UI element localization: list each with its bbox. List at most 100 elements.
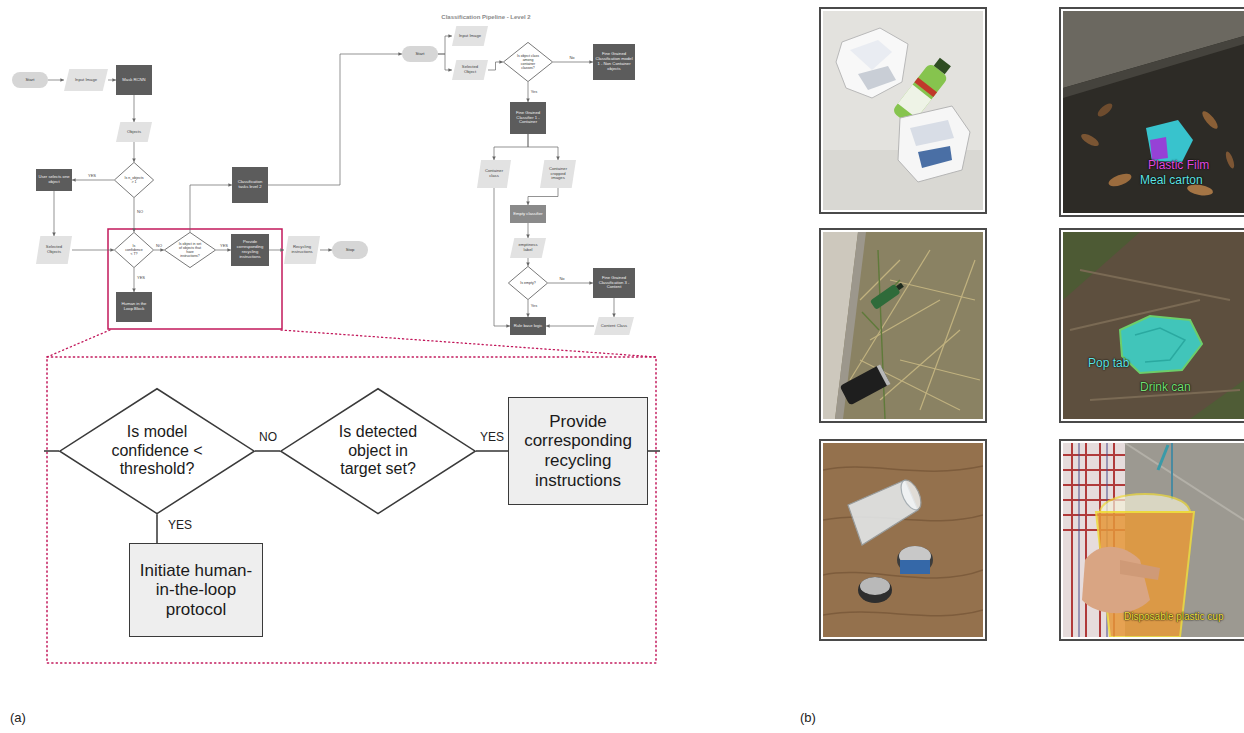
photo-litter-packets: [918, 146, 952, 168]
highlight-frame: [648, 450, 660, 452]
text-wrap: Input Image: [458, 34, 482, 39]
edge-label: YES: [219, 244, 229, 248]
text-wrap: Human in the Loop Block: [118, 302, 151, 312]
node-text: Is model confidence < threshold?: [108, 423, 206, 478]
text-wrap: Is n_objects > 1: [124, 176, 144, 184]
photo-plastic-cup: [1063, 443, 1244, 637]
node-text: Provide corresponding recycling instruct…: [518, 412, 639, 490]
node-text: Selected Objects: [42, 245, 66, 255]
edge-label: NO: [258, 431, 278, 444]
photo-litter-table: [823, 443, 983, 637]
data-parallelogram: Container class: [477, 160, 511, 188]
photo-litter-dirt: [1070, 270, 1240, 400]
data-parallelogram: Recycling instructions: [284, 236, 320, 264]
photo-litter-packets: [910, 120, 954, 146]
decision-diamond: Is object class among container classes?: [503, 42, 553, 82]
process-box: Initiate human-in-the-loop protocol: [129, 543, 263, 637]
photo-litter-grass: [862, 312, 879, 330]
process-box: Fine Grained Classification model 1 - No…: [593, 44, 635, 80]
text-wrap: Initiate human-in-the-loop protocol: [139, 561, 254, 620]
parallelogram-outline: [540, 160, 576, 188]
photo-plastic-cup: [1063, 484, 1125, 486]
node-text: Objects: [122, 130, 146, 135]
text-wrap: Container cropped images: [546, 167, 570, 181]
photo-plastic-cup: [1063, 443, 1244, 637]
photo-litter-curb: [1200, 109, 1220, 131]
photo-litter-grass: [877, 364, 891, 385]
node-text: Provide corresponding recycling instruct…: [233, 240, 268, 259]
decision-diamond: Is model confidence < threshold?: [59, 388, 255, 514]
flow-connector: [494, 134, 528, 160]
flow-connector: [528, 300, 529, 317]
text-wrap: Fine Grained Classifier 1 - Container: [512, 111, 545, 125]
flow-connector: [255, 450, 280, 452]
text-wrap: Input Image: [71, 78, 101, 83]
flow-connector: [528, 223, 529, 238]
text-wrap: Is confidence < T?: [124, 244, 144, 256]
text-wrap: Start: [404, 52, 437, 57]
flow-connector: [528, 82, 529, 102]
process-box: Human in the Loop Block: [116, 292, 152, 322]
node-text: Mask RCNN: [118, 78, 151, 83]
edge-label: NO: [155, 244, 163, 248]
photo-frame: [1060, 440, 1244, 640]
terminal-pill: Start: [12, 72, 48, 88]
flow-connector: [134, 142, 135, 162]
data-parallelogram: Input Image: [452, 26, 488, 46]
process-box: Classification tasks level 2: [232, 167, 268, 203]
diamond-outline: [508, 266, 547, 299]
text-wrap: Classification tasks level 2: [234, 180, 267, 190]
photo-litter-packets: [914, 78, 937, 98]
photo-litter-curb: [1063, 36, 1244, 98]
detection-label: Drink can: [1140, 381, 1191, 394]
highlight-frame: [47, 330, 110, 357]
highlight-frame: [44, 229, 660, 663]
text-wrap: Recycling instructions: [290, 245, 314, 255]
flow-connector: [438, 36, 452, 54]
data-parallelogram: Objects: [116, 122, 152, 142]
text-wrap: Fine Grained Classification model 1 - No…: [595, 52, 634, 71]
photo-litter-table: [860, 577, 890, 595]
process-box: Fine Grained Classifier 1 - Container: [510, 102, 546, 134]
node-text: Input Image: [458, 34, 482, 39]
photo-litter-curb: [1063, 11, 1244, 213]
text-wrap: Mask RCNN: [118, 78, 151, 83]
photo-litter-grass: [878, 250, 885, 419]
node-text: User selects one object: [38, 175, 71, 185]
detection-label: Pop tab: [1088, 357, 1129, 370]
flow-connector: [269, 250, 284, 251]
photo-litter-dirt: [1190, 380, 1244, 419]
photo-plastic-cup: [1079, 443, 1080, 637]
text-wrap: Stop: [334, 248, 367, 253]
flow-connector: [154, 250, 164, 251]
flow-connector: [134, 268, 135, 292]
decision-diamond: Is detected object in target set?: [280, 388, 476, 514]
data-parallelogram: Selected Object: [452, 60, 488, 80]
photo-litter-curb: [1079, 132, 1100, 149]
diamond-outline: [164, 232, 215, 267]
text-wrap: Content Class: [600, 324, 627, 329]
edge-label: NO: [136, 210, 144, 214]
photo-plastic-cup: [1071, 443, 1073, 637]
diamond-outline: [60, 389, 255, 514]
node-text: Fine Grained Classification 3 - Content: [595, 276, 634, 290]
photo-litter-packets: [934, 58, 951, 74]
edge-label: YES: [136, 276, 146, 280]
flow-connector: [134, 95, 135, 122]
photo-litter-grass: [896, 283, 904, 291]
process-box: Provide corresponding recycling instruct…: [231, 234, 269, 266]
node-text: Container class: [483, 169, 506, 179]
flow-connector: [320, 250, 332, 251]
flow-connector: [156, 514, 158, 543]
flow-connector: [528, 134, 558, 160]
highlight-frame: [108, 229, 282, 329]
photo-frame: [1060, 8, 1244, 216]
diamond-outline: [503, 42, 552, 81]
photo-litter-packets: [898, 106, 970, 182]
photo-litter-table: [897, 546, 933, 574]
photo-plastic-cup: [1082, 547, 1150, 613]
text-wrap: Empty classifier: [512, 212, 545, 217]
flow-connector: [216, 250, 231, 251]
text-wrap: Provide corresponding recycling instruct…: [233, 240, 268, 259]
process-box: Mask RCNN: [116, 65, 152, 95]
